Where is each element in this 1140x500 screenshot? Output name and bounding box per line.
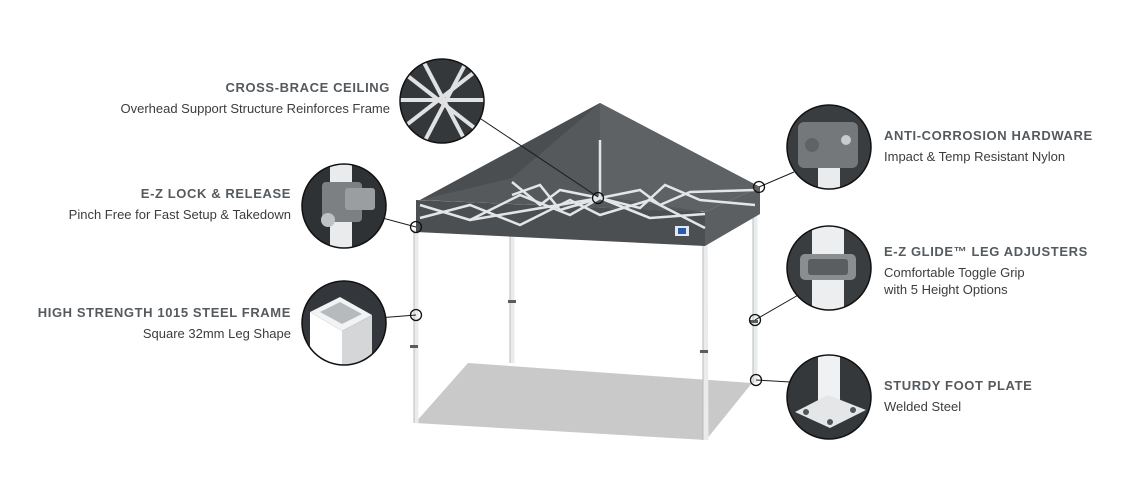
callout-anti-corrosion: ANTI-CORROSION HARDWARE Impact & Temp Re… <box>884 128 1140 165</box>
foot-plate-detail-icon <box>786 354 872 440</box>
callout-description: Comfortable Toggle Grip with 5 Height Op… <box>884 265 1025 297</box>
callout-title: CROSS-BRACE CEILING <box>225 80 390 95</box>
callout-title: E-Z GLIDE™ LEG ADJUSTERS <box>884 244 1088 259</box>
callout-leg-adjusters: E-Z GLIDE™ LEG ADJUSTERS Comfortable Tog… <box>884 244 1140 298</box>
callout-title: ANTI-CORROSION HARDWARE <box>884 128 1093 143</box>
callout-description: Pinch Free for Fast Setup & Takedown <box>68 207 291 222</box>
callout-description: Welded Steel <box>884 399 962 414</box>
leg-adjuster-detail-icon <box>786 225 872 311</box>
callout-lock-release: E-Z LOCK & RELEASE Pinch Free for Fast S… <box>0 186 291 223</box>
callout-description: Overhead Support Structure Reinforces Fr… <box>120 101 390 116</box>
callout-title: HIGH STRENGTH 1015 STEEL FRAME <box>37 305 291 320</box>
callout-steel-frame: HIGH STRENGTH 1015 STEEL FRAME Square 32… <box>0 305 291 342</box>
lock-detail-icon <box>301 163 387 249</box>
callout-title: E-Z LOCK & RELEASE <box>140 186 291 201</box>
callout-foot-plate: STURDY FOOT PLATE Welded Steel <box>884 378 1140 415</box>
floor-shadow <box>415 363 752 440</box>
callout-description: Impact & Temp Resistant Nylon <box>884 149 1066 164</box>
callout-description: Square 32mm Leg Shape <box>142 326 291 341</box>
cross-brace-truss <box>419 140 756 230</box>
cross-brace-detail-icon <box>399 58 485 144</box>
steel-tube-detail-icon <box>301 280 387 366</box>
tent-legs <box>413 186 758 441</box>
callout-title: STURDY FOOT PLATE <box>884 378 1033 393</box>
hardware-detail-icon <box>786 104 872 190</box>
callout-cross-brace: CROSS-BRACE CEILING Overhead Support Str… <box>90 80 390 117</box>
